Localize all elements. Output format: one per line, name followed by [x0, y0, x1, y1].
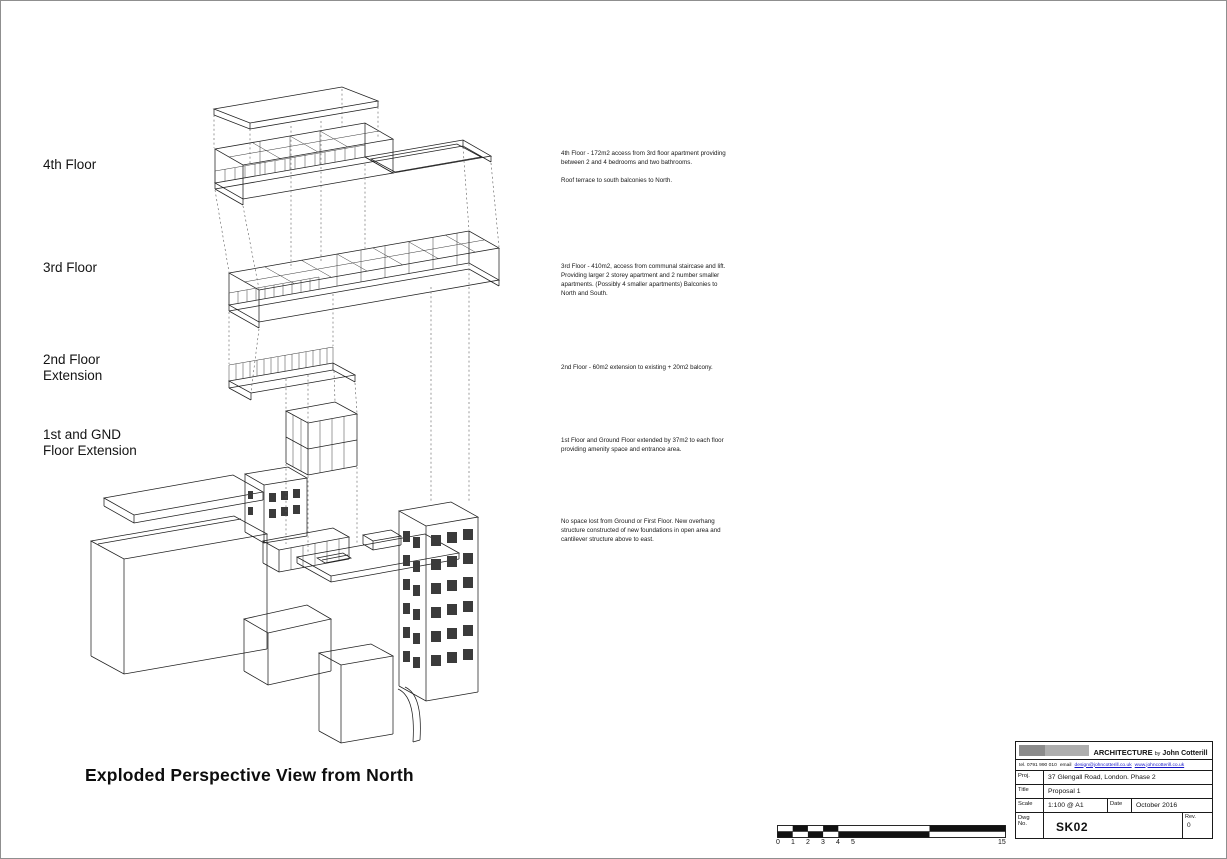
- third-floor-plate: [227, 230, 501, 329]
- annotation-ground-note: No space lost from Ground or First Floor…: [561, 518, 721, 543]
- firm-logo: [1019, 745, 1089, 756]
- scale-tick-0: 0: [776, 839, 780, 846]
- contact-tel: tel. 0791 990 010: [1019, 762, 1057, 768]
- rev-value: 0: [1187, 822, 1191, 829]
- scale-tick-15: 15: [998, 839, 1006, 846]
- scale-value: 1:100 @ A1: [1044, 799, 1108, 812]
- second-floor-extension: [227, 346, 357, 401]
- dwg-row: Dwg No. SK02 Rev. 0: [1016, 812, 1212, 838]
- project-row: Proj. 37 Glengall Road, London. Phase 2: [1016, 770, 1212, 784]
- scale-tick-5: 5: [851, 839, 855, 846]
- scale-tick-3: 3: [821, 839, 825, 846]
- scale-date-row: Scale 1:100 @ A1 Date October 2016: [1016, 798, 1212, 812]
- first-gnd-extension: [284, 401, 359, 476]
- fourth-floor-plate: [213, 122, 493, 206]
- existing-building: [89, 466, 480, 744]
- rev-cell: Rev. 0: [1182, 813, 1212, 838]
- scale-label: Scale: [1016, 799, 1044, 812]
- firm-by: by: [1154, 750, 1161, 757]
- scale-tick-1: 1: [791, 839, 795, 846]
- dwg-label: Dwg No.: [1016, 813, 1044, 838]
- dwg-number: SK02: [1056, 820, 1089, 834]
- firm-name: ARCHITECTURE: [1093, 747, 1153, 757]
- scale-bar: 0 1 2 3 4 5 15: [776, 825, 1012, 851]
- title-label: Title: [1016, 785, 1044, 798]
- scale-bar-graphic: [777, 825, 1006, 838]
- email-link[interactable]: design@johncotterill.co.uk: [1074, 762, 1132, 768]
- annotation-3rd-floor: 3rd Floor - 410m2, access from communal …: [561, 263, 726, 297]
- title-value: Proposal 1: [1048, 787, 1081, 795]
- firm-person: John Cotterill: [1162, 749, 1208, 757]
- facade-windows: [248, 489, 473, 668]
- floor-label-1st-gnd-extension: 1st and GND Floor Extension: [43, 427, 137, 458]
- title-row: Title Proposal 1: [1016, 784, 1212, 798]
- projection-lines: [213, 89, 500, 553]
- project-value: 37 Glengall Road, London. Phase 2: [1048, 773, 1156, 781]
- floor-label-3rd: 3rd Floor: [43, 260, 98, 275]
- rev-label: Rev.: [1185, 814, 1196, 820]
- drawing-title: Exploded Perspective View from North: [85, 765, 414, 785]
- contact-email-label: email: [1059, 762, 1072, 768]
- annotation-1st-gnd-floor: 1st Floor and Ground Floor extended by 3…: [561, 437, 724, 453]
- date-value: October 2016: [1136, 801, 1178, 809]
- website-link[interactable]: www.johncotterill.co.uk: [1134, 762, 1185, 768]
- scale-tick-4: 4: [836, 839, 840, 846]
- date-label: Date: [1108, 799, 1132, 812]
- roof-plane: [212, 86, 380, 130]
- floor-label-4th: 4th Floor: [43, 157, 97, 172]
- contact-line: tel. 0791 990 010 email design@johncotte…: [1016, 759, 1212, 770]
- annotation-2nd-floor: 2nd Floor - 60m2 extension to existing +…: [561, 364, 713, 371]
- annotation-4th-floor: 4th Floor - 172m2 access from 3rd floor …: [561, 150, 726, 184]
- firm-logo-mark: [1019, 745, 1045, 756]
- project-label: Proj.: [1016, 771, 1044, 784]
- scale-tick-2: 2: [806, 839, 810, 846]
- floor-label-2nd-extension: 2nd Floor Extension: [43, 352, 103, 383]
